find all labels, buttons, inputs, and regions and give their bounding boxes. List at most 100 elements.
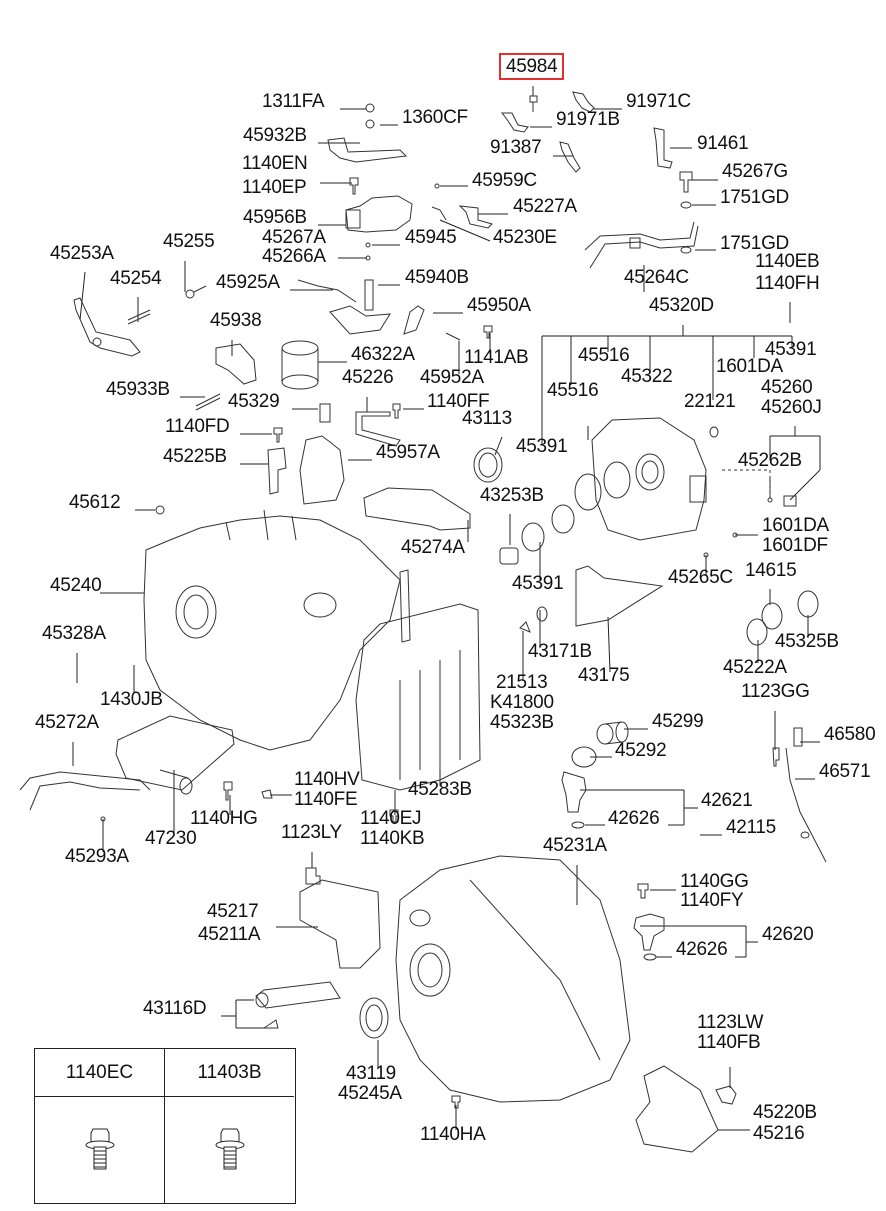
part-label-1140en[interactable]: 1140EN (242, 153, 308, 174)
part-label-45260j[interactable]: 45260J (761, 397, 822, 418)
part-label-45328a[interactable]: 45328A (42, 623, 106, 644)
part-label-14615[interactable]: 14615 (745, 560, 797, 581)
part-label-45959c[interactable]: 45959C (472, 170, 537, 191)
part-label-43171b[interactable]: 43171B (528, 641, 592, 662)
part-label-45226[interactable]: 45226 (342, 367, 394, 388)
part-label-1140fb[interactable]: 1140FB (697, 1032, 761, 1053)
part-label-1601df[interactable]: 1601DF (762, 535, 828, 556)
part-label-45262b[interactable]: 45262B (738, 450, 802, 471)
part-label-1123ly[interactable]: 1123LY (281, 822, 342, 843)
part-label-1360cf[interactable]: 1360CF (402, 107, 468, 128)
part-label-46322a[interactable]: 46322A (351, 344, 415, 365)
part-label-45956b[interactable]: 45956B (243, 207, 307, 228)
part-label-1140ej[interactable]: 1140EJ (360, 808, 422, 829)
part-label-45274a[interactable]: 45274A (401, 537, 465, 558)
part-label-42621[interactable]: 42621 (701, 790, 753, 811)
part-label-1601da-b[interactable]: 1601DA (762, 515, 829, 536)
part-label-45216[interactable]: 45216 (753, 1123, 805, 1144)
part-label-1140hg[interactable]: 1140HG (190, 808, 258, 829)
part-label-45323b[interactable]: 45323B (490, 712, 554, 733)
part-label-91971b[interactable]: 91971B (556, 109, 620, 130)
part-label-45211a[interactable]: 45211A (198, 924, 261, 945)
part-label-42115[interactable]: 42115 (726, 817, 776, 838)
part-label-45272a[interactable]: 45272A (35, 712, 99, 733)
part-label-45260[interactable]: 45260 (761, 377, 813, 398)
part-label-45612[interactable]: 45612 (69, 492, 121, 513)
part-label-45299[interactable]: 45299 (652, 711, 704, 732)
part-label-46571[interactable]: 46571 (819, 761, 871, 782)
part-label-43119[interactable]: 43119 (346, 1063, 396, 1084)
part-label-46580[interactable]: 46580 (824, 724, 876, 745)
part-label-1311fa[interactable]: 1311FA (262, 91, 325, 112)
part-label-43116d[interactable]: 43116D (143, 998, 207, 1019)
part-label-1140eb[interactable]: 1140EB (755, 251, 820, 272)
part-label-45938[interactable]: 45938 (210, 310, 262, 331)
part-label-1140fd[interactable]: 1140FD (165, 416, 230, 437)
part-label-45925a[interactable]: 45925A (216, 272, 280, 293)
part-label-45933b[interactable]: 45933B (106, 379, 170, 400)
part-label-45516-a[interactable]: 45516 (578, 345, 630, 366)
part-label-45957a[interactable]: 45957A (376, 442, 440, 463)
part-label-1123gg[interactable]: 1123GG (741, 681, 810, 702)
part-label-45264c[interactable]: 45264C (624, 267, 689, 288)
part-label-45254[interactable]: 45254 (110, 268, 162, 289)
part-label-1140gg[interactable]: 1140GG (680, 871, 749, 892)
part-label-45245a[interactable]: 45245A (338, 1083, 402, 1104)
part-label-91461[interactable]: 91461 (697, 133, 749, 154)
part-label-45253a[interactable]: 45253A (50, 243, 114, 264)
part-label-45267a[interactable]: 45267A (262, 227, 326, 248)
part-label-45940b[interactable]: 45940B (405, 267, 469, 288)
part-label-45255[interactable]: 45255 (163, 231, 215, 252)
part-label-45932b[interactable]: 45932B (243, 125, 307, 146)
part-label-45283b[interactable]: 45283B (408, 779, 472, 800)
part-label-21513[interactable]: 21513 (496, 672, 548, 693)
part-label-1140fe[interactable]: 1140FE (294, 789, 358, 810)
part-label-45952a[interactable]: 45952A (420, 367, 484, 388)
part-label-1140ff[interactable]: 1140FF (427, 391, 490, 412)
part-label-43175[interactable]: 43175 (578, 665, 630, 686)
part-label-47230[interactable]: 47230 (145, 828, 197, 849)
part-label-1140hv[interactable]: 1140HV (294, 769, 360, 790)
part-label-1140fh[interactable]: 1140FH (755, 273, 820, 294)
part-label-42626-a[interactable]: 42626 (608, 808, 660, 829)
part-label-43253b[interactable]: 43253B (480, 485, 544, 506)
part-label-45217[interactable]: 45217 (207, 901, 259, 922)
part-label-42626-b[interactable]: 42626 (676, 939, 728, 960)
part-label-45516-b[interactable]: 45516 (547, 380, 599, 401)
part-label-45220b[interactable]: 45220B (753, 1102, 817, 1123)
part-label-45950a[interactable]: 45950A (467, 295, 531, 316)
part-label-45267g[interactable]: 45267G (722, 161, 788, 182)
part-label-45265c[interactable]: 45265C (668, 567, 733, 588)
part-label-42620[interactable]: 42620 (762, 924, 814, 945)
part-label-1123lw[interactable]: 1123LW (697, 1012, 764, 1033)
part-label-91387[interactable]: 91387 (490, 137, 542, 158)
part-label-45945[interactable]: 45945 (405, 227, 457, 248)
part-label-45230e[interactable]: 45230E (493, 227, 557, 248)
part-label-45231a[interactable]: 45231A (543, 835, 607, 856)
part-label-1751gd-a[interactable]: 1751GD (720, 187, 789, 208)
part-label-1140ha[interactable]: 1140HA (420, 1124, 486, 1145)
part-label-45227a[interactable]: 45227A (513, 196, 577, 217)
part-label-45320d[interactable]: 45320D (649, 295, 714, 316)
part-label-1140kb[interactable]: 1140KB (360, 828, 425, 849)
part-label-45222a[interactable]: 45222A (723, 657, 787, 678)
part-label-45225b[interactable]: 45225B (163, 446, 227, 467)
part-label-45293a[interactable]: 45293A (65, 846, 129, 867)
part-label-1141ab[interactable]: 1141AB (464, 347, 529, 368)
part-label-45391-a[interactable]: 45391 (765, 339, 817, 360)
part-label-1140ep[interactable]: 1140EP (242, 177, 307, 198)
part-label-45984[interactable]: 45984 (498, 53, 565, 80)
part-label-45292[interactable]: 45292 (615, 740, 667, 761)
part-label-91971c[interactable]: 91971C (626, 91, 691, 112)
part-label-45240[interactable]: 45240 (50, 575, 102, 596)
part-label-1601da-a[interactable]: 1601DA (716, 356, 783, 377)
part-label-45325b[interactable]: 45325B (775, 631, 839, 652)
part-label-45322[interactable]: 45322 (621, 366, 673, 387)
part-label-22121[interactable]: 22121 (684, 391, 736, 412)
part-label-1430jb[interactable]: 1430JB (100, 689, 163, 710)
part-label-45266a[interactable]: 45266A (262, 246, 326, 267)
part-label-45391-b[interactable]: 45391 (516, 436, 568, 457)
part-label-45391-c[interactable]: 45391 (512, 573, 564, 594)
part-label-43113[interactable]: 43113 (462, 408, 512, 429)
part-label-1751gd-b[interactable]: 1751GD (720, 233, 789, 254)
